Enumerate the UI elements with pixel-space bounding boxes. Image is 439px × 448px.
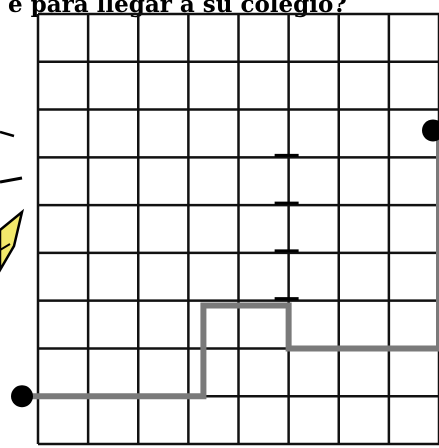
grid bbox=[38, 14, 439, 444]
route-path bbox=[22, 133, 439, 396]
sketch-line-1 bbox=[0, 132, 14, 136]
route-endpoints bbox=[11, 119, 439, 407]
sketch-line-2 bbox=[0, 178, 22, 182]
start-dot-icon bbox=[11, 385, 33, 407]
route-line bbox=[22, 133, 439, 396]
end-dot-icon bbox=[422, 119, 439, 141]
partial-drawing-icon bbox=[0, 132, 22, 270]
sketch-shape bbox=[0, 212, 22, 270]
caption-text: e para llegar a su colegio? bbox=[8, 0, 347, 18]
